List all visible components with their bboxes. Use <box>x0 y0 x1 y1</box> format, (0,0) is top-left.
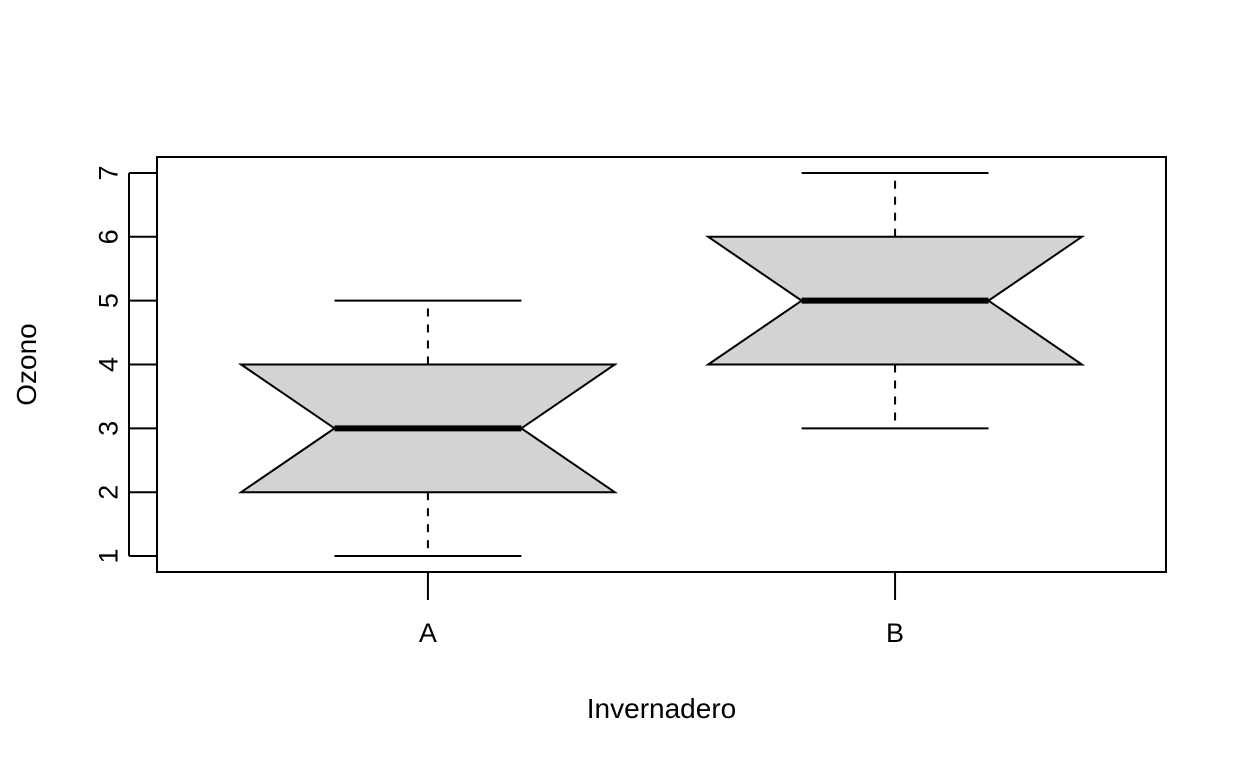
y-axis-title: Ozono <box>11 323 42 406</box>
y-tick-label: 6 <box>93 229 123 244</box>
y-tick-label: 1 <box>93 549 123 564</box>
y-tick-label: 4 <box>93 357 123 372</box>
y-tick-label: 2 <box>93 485 123 500</box>
x-tick-label: B <box>886 618 904 648</box>
boxes <box>237 171 1086 558</box>
box-A <box>237 299 619 558</box>
y-axis: 1 2 3 4 5 6 7 <box>93 165 157 564</box>
x-tick-label: A <box>419 618 437 648</box>
y-tick-label: 3 <box>93 421 123 436</box>
box-B <box>704 171 1086 430</box>
y-tick-label: 5 <box>93 293 123 308</box>
y-tick-label: 7 <box>93 165 123 180</box>
x-axis-title: Invernadero <box>587 693 736 724</box>
